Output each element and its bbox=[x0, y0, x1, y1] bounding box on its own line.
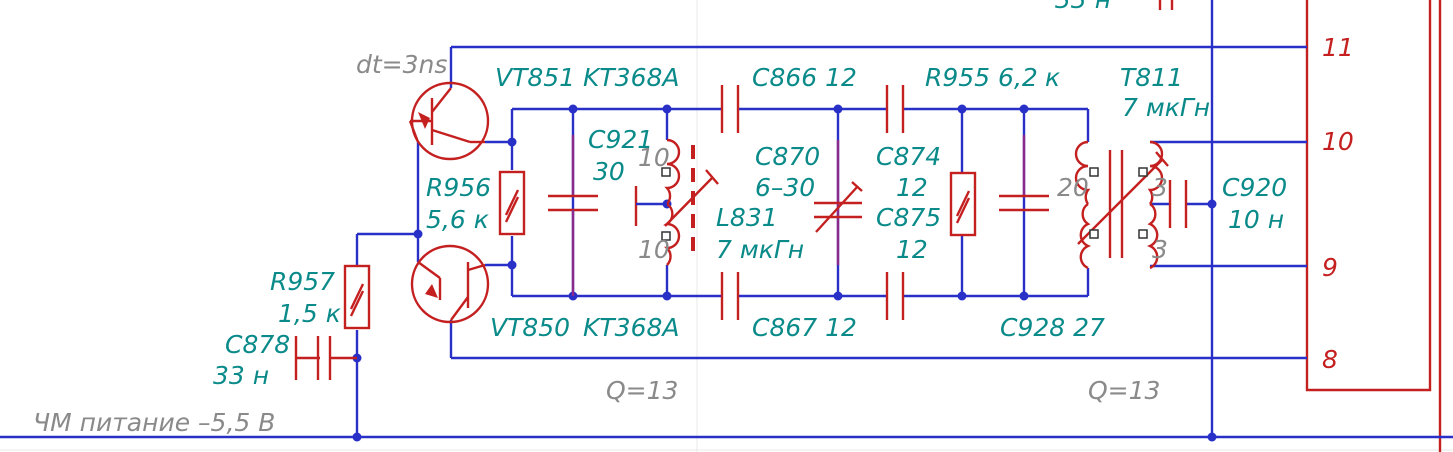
label-pin-8: 8 bbox=[1322, 345, 1338, 374]
label-t811-value: 7 мкГн bbox=[1122, 93, 1210, 122]
label-r955-unit: к bbox=[1045, 63, 1060, 92]
label-c866: C866 12 bbox=[752, 63, 857, 92]
label-r957-value: 1,5 к bbox=[278, 299, 341, 328]
label-q-right: Q=13 bbox=[1088, 376, 1160, 405]
capacitor-c921 bbox=[548, 194, 598, 296]
label-l831: L831 bbox=[716, 203, 778, 232]
label-c878-value: 33 н bbox=[213, 361, 269, 390]
label-l831-tap-top: 10 bbox=[638, 143, 670, 172]
capacitor-c878 bbox=[294, 336, 357, 380]
label-r957: R957 bbox=[270, 267, 335, 296]
label-pin-9: 9 bbox=[1322, 253, 1338, 282]
label-c875: C875 bbox=[876, 203, 941, 232]
wires bbox=[0, 0, 1453, 439]
label-c874-value: 12 bbox=[896, 173, 928, 202]
label-q-left: Q=13 bbox=[606, 376, 678, 405]
connector-block bbox=[1305, 0, 1442, 452]
label-c921-value: 30 bbox=[593, 157, 625, 186]
capacitor-c866 bbox=[720, 85, 740, 133]
inductor-l831 bbox=[634, 138, 719, 266]
label-fm-power: ЧМ питание –5,5 В bbox=[33, 408, 275, 437]
resistor-r957 bbox=[343, 264, 371, 330]
label-r956: R956 bbox=[426, 173, 491, 202]
label-r955: R955 6,2 bbox=[925, 63, 1038, 92]
capacitor-c920 bbox=[1168, 180, 1188, 228]
label-c875-value: 12 bbox=[896, 235, 928, 264]
label-c870-value: 6–30 bbox=[755, 173, 815, 202]
transistor-vt851 bbox=[408, 81, 490, 161]
label-t811-tap-3a: 3 bbox=[1152, 173, 1168, 202]
capacitor-c874 bbox=[885, 85, 905, 133]
label-t811: T811 bbox=[1120, 63, 1183, 92]
capacitor-top-cutoff bbox=[1158, 0, 1174, 10]
label-c867: C867 12 bbox=[752, 313, 857, 342]
labels: 33 н dt=3ns VT851 KT368A C866 12 R955 6,… bbox=[33, 0, 1354, 437]
label-t811-tap-3b: 3 bbox=[1152, 235, 1168, 264]
transistor-vt850 bbox=[410, 244, 490, 324]
label-c874: C874 bbox=[876, 142, 941, 171]
label-vt850: VT850 bbox=[490, 313, 570, 342]
capacitor-c928 bbox=[999, 194, 1049, 212]
capacitor-c870-variable bbox=[814, 181, 863, 233]
transformer-t811 bbox=[1074, 140, 1169, 270]
label-c870: C870 bbox=[755, 142, 820, 171]
label-c920-value: 10 н bbox=[1228, 205, 1284, 234]
label-l831-tap-bottom: 10 bbox=[638, 235, 670, 264]
label-r956-value: 5,6 к bbox=[426, 205, 489, 234]
label-pin-10: 10 bbox=[1322, 127, 1354, 156]
label-l831-value: 7 мкГн bbox=[716, 235, 804, 264]
label-vt851: VT851 bbox=[495, 63, 575, 92]
label-dt: dt=3ns bbox=[356, 50, 447, 79]
label-c928: C928 27 bbox=[1000, 313, 1105, 342]
label-kt368a-top: KT368A bbox=[583, 63, 679, 92]
label-c920: C920 bbox=[1222, 173, 1287, 202]
capacitor-c875 bbox=[885, 272, 905, 320]
label-t811-tap-20: 20 bbox=[1057, 173, 1089, 202]
label-kt368a-bottom: KT368A bbox=[583, 313, 679, 342]
label-pin-11: 11 bbox=[1322, 33, 1354, 62]
label-c878: C878 bbox=[225, 330, 290, 359]
capacitor-c867 bbox=[720, 272, 740, 320]
label-c921: C921 bbox=[588, 125, 653, 154]
resistor-r955 bbox=[949, 171, 977, 237]
resistor-r956 bbox=[498, 170, 526, 236]
label-top-cutoff: 33 н bbox=[1055, 0, 1111, 14]
